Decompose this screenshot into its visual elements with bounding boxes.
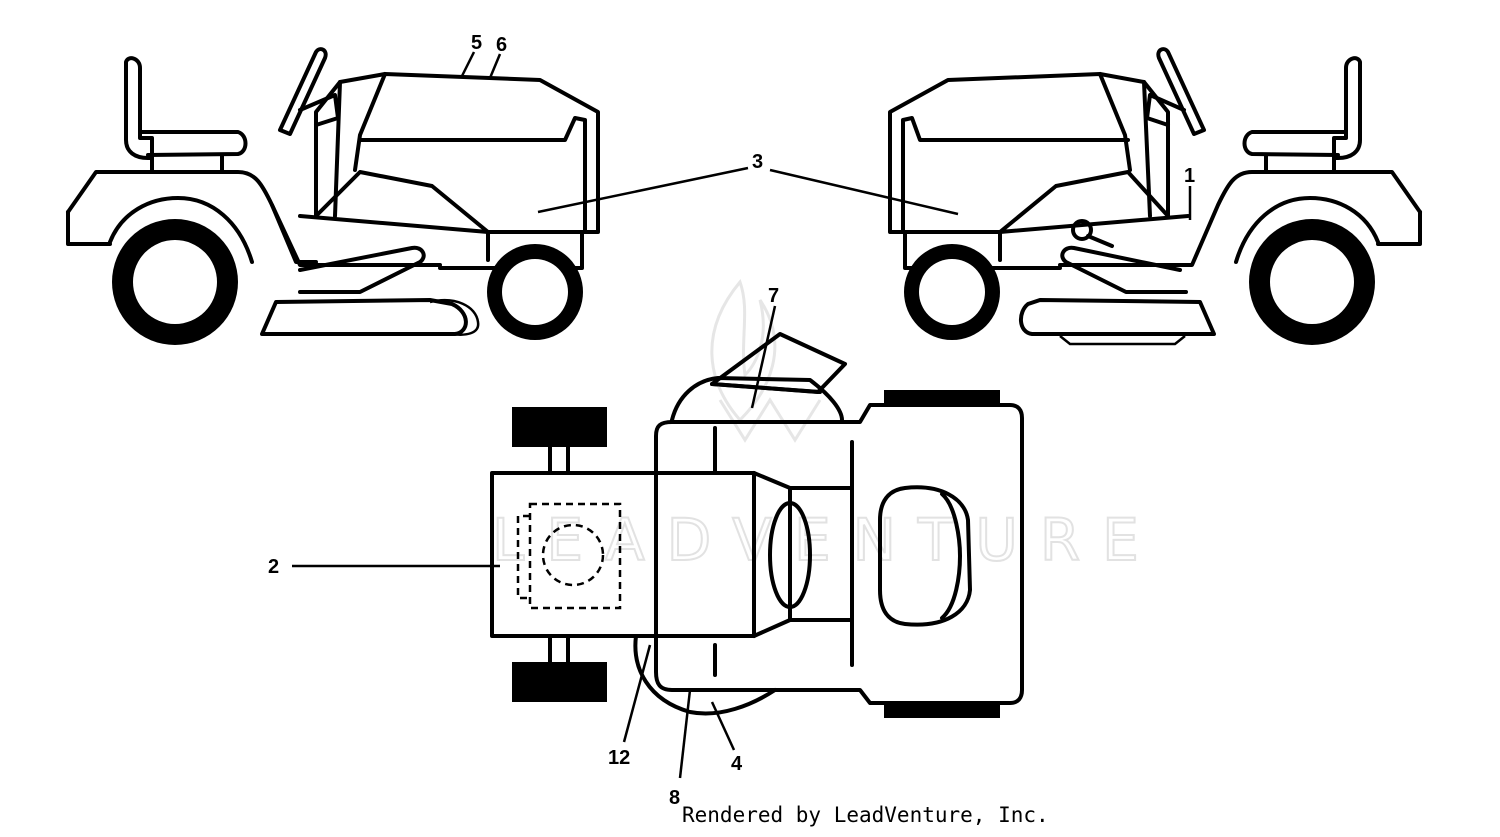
leader-4 <box>710 701 736 751</box>
mower-top-view <box>490 332 1024 718</box>
mower-deck <box>1019 298 1216 336</box>
seat-back <box>124 56 154 160</box>
discharge-chute <box>710 332 847 394</box>
deck-lever <box>298 245 426 294</box>
callout-4: 4 <box>731 753 743 775</box>
seat-cushion <box>138 130 248 157</box>
render-credit: Rendered by LeadVenture, Inc. <box>682 803 1049 827</box>
leader-8 <box>678 689 692 779</box>
callout-1: 1 <box>1184 165 1195 187</box>
rear-left-tire <box>884 390 1000 406</box>
rear-right-tire <box>884 702 1000 718</box>
chassis-frame <box>654 403 1024 705</box>
callouts: 1 2 3 4 5 6 7 8 12 <box>268 32 1195 809</box>
callout-12: 12 <box>608 747 630 769</box>
steering-wheel-top <box>768 501 812 609</box>
mower-left-view <box>66 47 600 345</box>
callout-6: 6 <box>496 34 507 56</box>
engine-outline <box>528 502 622 610</box>
rear-fender <box>1058 170 1422 267</box>
watermark-flame-logo <box>710 279 822 443</box>
seat-cushion <box>1242 130 1348 157</box>
hood-top <box>490 471 756 638</box>
leader-6 <box>488 53 502 79</box>
callout-2: 2 <box>268 556 279 578</box>
callout-7: 7 <box>768 285 779 307</box>
seat-back <box>1332 56 1362 160</box>
leader-12 <box>622 644 652 743</box>
hood <box>314 72 600 234</box>
discharge-chute <box>429 299 480 336</box>
callout-8: 8 <box>669 787 680 809</box>
mower-right-view <box>888 47 1422 346</box>
leader-lines <box>292 51 1192 779</box>
front-left-tire <box>512 407 607 447</box>
front-right-tire <box>512 662 607 702</box>
leader-7 <box>750 305 777 409</box>
engine-flywheel <box>541 523 605 587</box>
watermark-text: LEADVENTURE <box>492 506 1161 574</box>
steering-wheel <box>1156 47 1206 136</box>
leader-3-left <box>537 166 749 214</box>
leader-3-right <box>769 168 959 216</box>
mower-deck <box>260 298 468 336</box>
deck-lever <box>1060 245 1188 294</box>
leader-5 <box>460 51 476 77</box>
hood <box>888 72 1170 234</box>
seat-top <box>878 485 972 627</box>
callout-3: 3 <box>752 151 763 173</box>
steering-wheel <box>278 47 328 136</box>
choke-knob <box>1071 219 1093 241</box>
callout-5: 5 <box>471 32 482 54</box>
